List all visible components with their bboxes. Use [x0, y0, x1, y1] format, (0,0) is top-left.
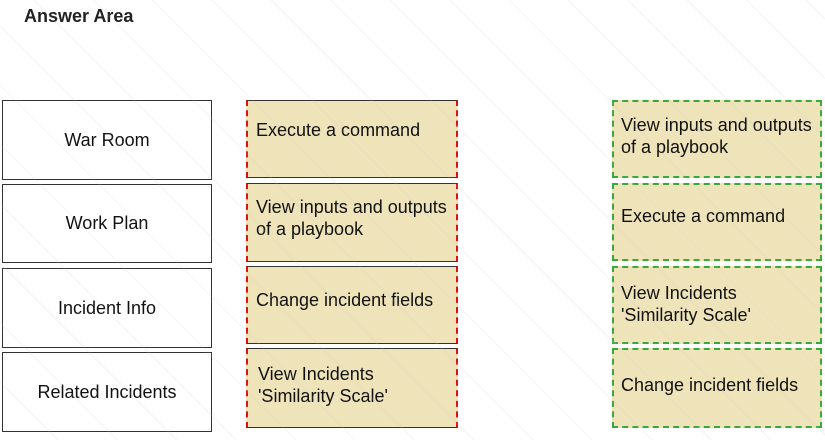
answer-slot[interactable]: View inputs and outputs of a playbook — [612, 100, 822, 178]
answer-slot[interactable]: View Incidents 'Similarity Scale' — [612, 266, 822, 344]
target-war-room: War Room — [2, 100, 212, 180]
answer-area-title: Answer Area — [24, 6, 134, 26]
target-work-plan: Work Plan — [2, 184, 212, 263]
target-incident-info: Incident Info — [2, 268, 212, 348]
answer-option[interactable]: View inputs and outputs of a playbook — [246, 183, 458, 262]
answer-option[interactable]: Change incident fields — [246, 266, 458, 344]
target-related-incidents: Related Incidents — [2, 352, 212, 432]
answer-option[interactable]: Execute a command — [246, 100, 458, 178]
answer-option[interactable]: View Incidents 'Similarity Scale' — [246, 348, 458, 428]
answer-slot[interactable]: Change incident fields — [612, 348, 822, 428]
answer-slot[interactable]: Execute a command — [612, 183, 822, 261]
